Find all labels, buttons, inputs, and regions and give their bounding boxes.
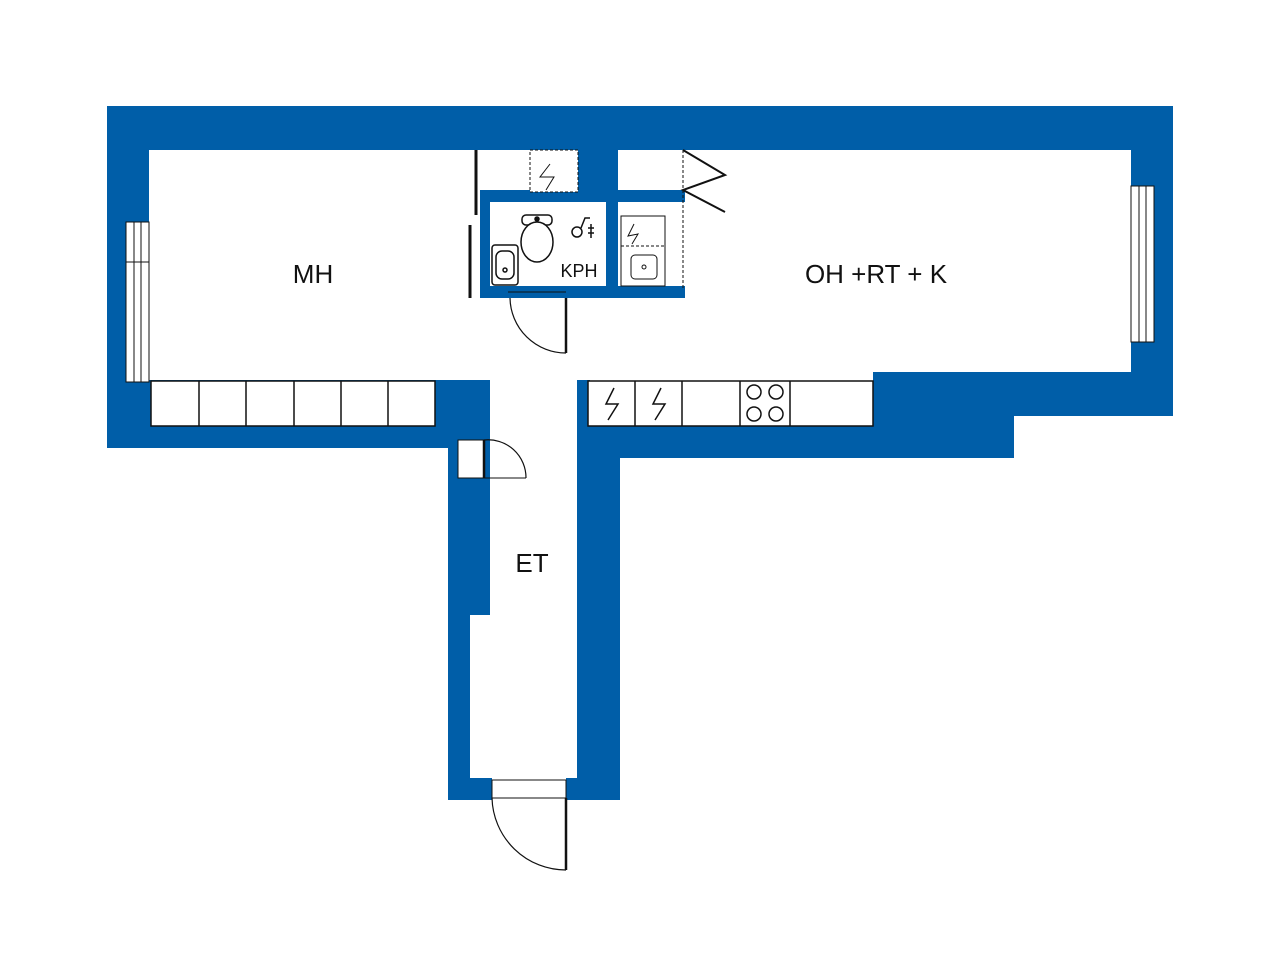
room-label-bathroom: KPH bbox=[560, 261, 597, 281]
shower-icon bbox=[571, 217, 594, 238]
washbasin-icon bbox=[491, 244, 519, 286]
room-label-entrance: ET bbox=[515, 548, 548, 578]
washing-machine-icon bbox=[529, 149, 579, 193]
door-swing-icon bbox=[457, 439, 527, 479]
room-label-living-kitchen: OH +RT + K bbox=[805, 259, 948, 289]
toilet-icon bbox=[520, 214, 554, 263]
wardrobe-icon bbox=[150, 380, 436, 427]
washing-machine-icon bbox=[620, 215, 666, 287]
partition-lines bbox=[468, 149, 728, 298]
window-icon bbox=[1130, 185, 1155, 343]
stove-icon bbox=[746, 384, 784, 422]
door-swing-icon bbox=[491, 779, 568, 871]
fridge-icon bbox=[604, 387, 667, 421]
walls bbox=[107, 106, 1173, 800]
window-icon bbox=[125, 221, 150, 383]
room-label-bedroom: MH bbox=[293, 259, 333, 289]
kitchen-counter bbox=[587, 380, 874, 427]
floor-areas bbox=[149, 150, 1131, 800]
door-swing-icon bbox=[508, 291, 568, 354]
